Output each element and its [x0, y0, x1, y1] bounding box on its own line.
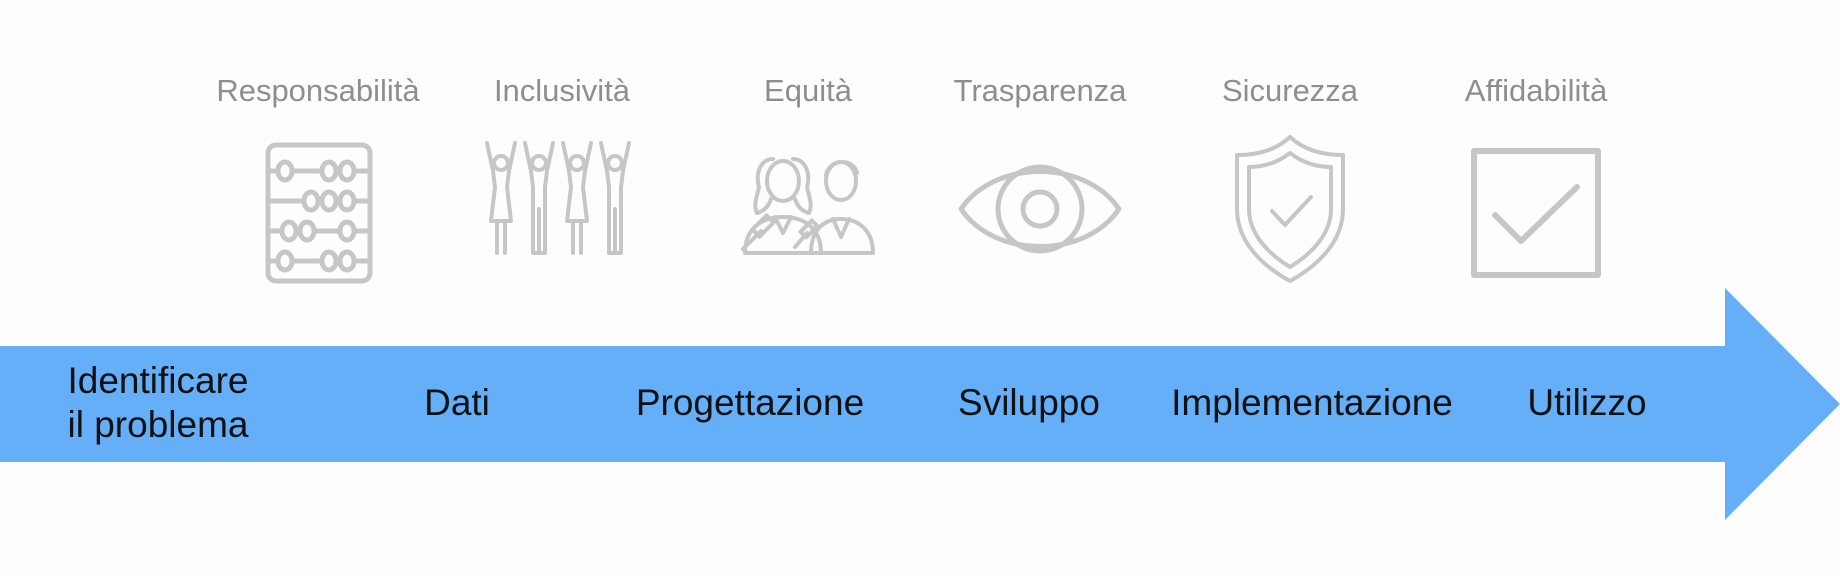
- phase-label: Identificare il problema: [67, 359, 249, 445]
- principle-label: Affidabilità: [1464, 73, 1608, 108]
- arrow-shape: [0, 288, 1840, 520]
- principle-label: Trasparenza: [953, 73, 1127, 108]
- phase-sviluppo: Sviluppo: [869, 348, 1189, 458]
- phase-identificare-il-problema: Identificare il problema: [0, 348, 318, 458]
- principle-equita: Equità: [688, 72, 928, 289]
- principle-affidabilita: Affidabilità: [1416, 72, 1656, 289]
- phase-utilizzo: Utilizzo: [1427, 348, 1747, 458]
- phase-label: Sviluppo: [958, 381, 1100, 423]
- principle-label: Sicurezza: [1221, 73, 1359, 108]
- abacus-icon: [233, 129, 403, 289]
- principle-label: Inclusività: [493, 73, 631, 108]
- shield-check-icon: [1205, 129, 1375, 289]
- checkbox-icon: [1451, 129, 1621, 289]
- principle-responsabilita: Responsabilità: [198, 72, 438, 289]
- phase-label: Dati: [424, 381, 490, 423]
- principle-trasparenza: Trasparenza: [920, 72, 1160, 289]
- phase-label: Utilizzo: [1527, 381, 1647, 423]
- eye-icon: [955, 129, 1125, 289]
- phase-progettazione: Progettazione: [590, 348, 910, 458]
- judges-with-gavel-icon: [723, 129, 893, 289]
- people-raising-hands-icon: [477, 129, 647, 289]
- phase-label: Progettazione: [635, 381, 865, 423]
- phase-dati: Dati: [297, 348, 617, 458]
- phase-label: Implementazione: [1171, 381, 1453, 423]
- principle-label: Equità: [764, 73, 852, 108]
- phase-implementazione: Implementazione: [1152, 348, 1472, 458]
- principle-label: Responsabilità: [216, 73, 420, 108]
- principle-sicurezza: Sicurezza: [1170, 72, 1410, 289]
- lifecycle-arrow: [0, 288, 1840, 520]
- principle-inclusivita: Inclusività: [442, 72, 682, 289]
